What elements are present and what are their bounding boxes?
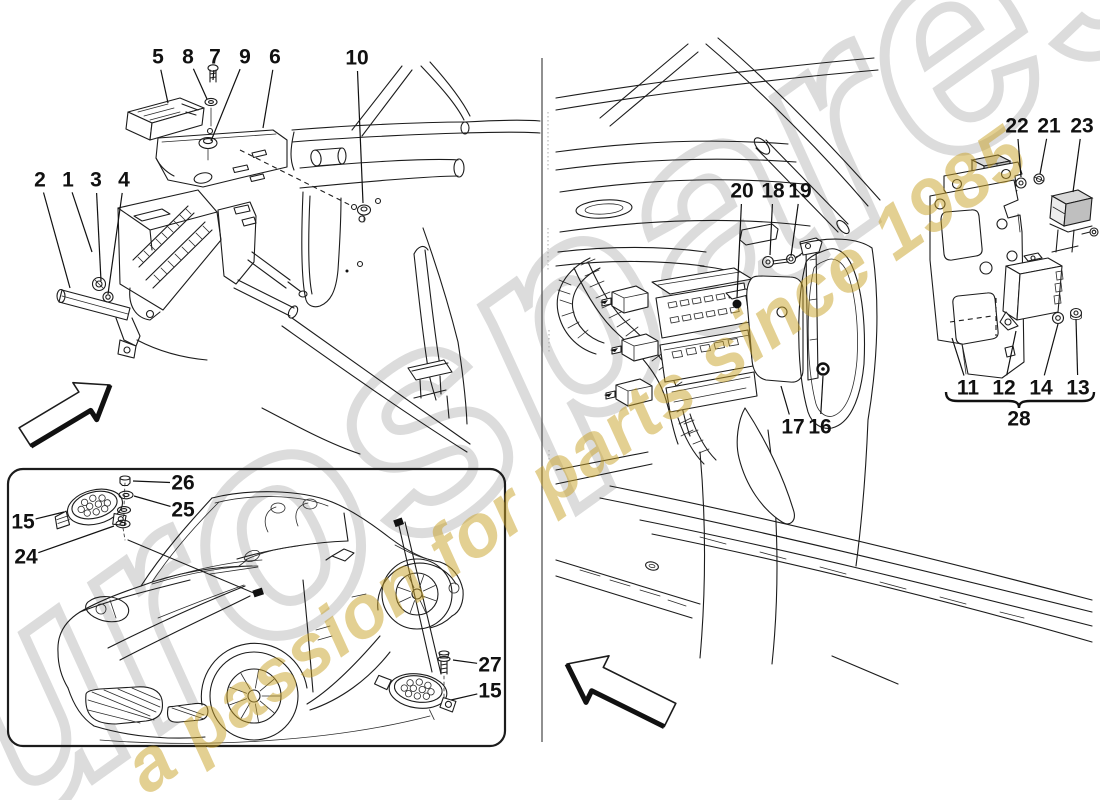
part-callout-4: 4 bbox=[118, 169, 130, 192]
part-callout-15: 15 bbox=[478, 680, 502, 703]
leader-line-10-5 bbox=[356, 70, 364, 204]
leader-line-2-6 bbox=[42, 192, 71, 289]
part-callout-20: 20 bbox=[730, 180, 753, 203]
alarm-siren-rear bbox=[374, 673, 457, 720]
leader-line-17-22 bbox=[780, 385, 790, 415]
part-callout-22: 22 bbox=[1005, 115, 1028, 138]
leader-line-1-7 bbox=[71, 192, 93, 253]
left-top-chassis bbox=[136, 61, 541, 455]
leader-line-22-19 bbox=[1017, 138, 1022, 178]
leader-line-27-14 bbox=[452, 659, 478, 664]
inset-box bbox=[6, 467, 507, 748]
part-callout-28: 28 bbox=[1007, 408, 1031, 431]
leader-line-12-25 bbox=[1006, 330, 1017, 376]
ecu-bracket-17 bbox=[746, 237, 823, 383]
washer-22 bbox=[1015, 177, 1027, 189]
leader-line-11-24 bbox=[951, 337, 965, 376]
leader-line-24-13 bbox=[38, 525, 115, 554]
car-drawing bbox=[57, 491, 464, 744]
part-callout-27: 27 bbox=[478, 654, 501, 677]
leader-line-15-15 bbox=[450, 693, 478, 701]
leader-line-8-1 bbox=[192, 68, 208, 100]
alarm-siren-front bbox=[54, 488, 127, 530]
leader-line-16-23 bbox=[820, 375, 824, 415]
part-callout-15: 15 bbox=[11, 511, 35, 534]
part-callout-8: 8 bbox=[182, 46, 194, 69]
leader-line-25-11 bbox=[133, 495, 171, 507]
part-callout-10: 10 bbox=[345, 47, 368, 70]
bracket-plate-assembly bbox=[929, 154, 1045, 379]
siren-location-marker-rear bbox=[393, 517, 405, 528]
leader-line-20-16 bbox=[736, 203, 742, 299]
part-callout-13: 13 bbox=[1066, 377, 1089, 400]
part-callout-3: 3 bbox=[90, 169, 102, 192]
part-callout-19: 19 bbox=[788, 180, 811, 203]
wheelhouse-opening bbox=[798, 238, 878, 567]
leader-line-21-20 bbox=[1039, 138, 1048, 175]
relay-blocks bbox=[600, 285, 659, 407]
part-callout-25: 25 bbox=[171, 499, 195, 522]
part-callout-11: 11 bbox=[957, 377, 980, 400]
part-callout-5: 5 bbox=[152, 46, 164, 69]
leader-line-5-0 bbox=[160, 69, 169, 104]
siren-bolt-27 bbox=[437, 650, 451, 701]
leader-line-4-9 bbox=[107, 192, 123, 295]
part-callout-26: 26 bbox=[171, 472, 194, 495]
part-callout-12: 12 bbox=[992, 377, 1015, 400]
right-compartment bbox=[555, 37, 1099, 729]
fuse-relay-box bbox=[651, 267, 758, 465]
leader-line-3-8 bbox=[96, 192, 102, 282]
leader-line-6-4 bbox=[262, 69, 274, 129]
part-callout-21: 21 bbox=[1037, 115, 1061, 138]
nut-13 bbox=[1069, 307, 1083, 319]
part-callout-7: 7 bbox=[209, 46, 221, 69]
nut-21 bbox=[1033, 173, 1045, 185]
direction-arrow-left-section bbox=[18, 381, 113, 449]
direction-arrow-right-section bbox=[564, 655, 677, 729]
part-callout-23: 23 bbox=[1070, 115, 1093, 138]
leader-line-13-27 bbox=[1075, 318, 1079, 376]
part-callout-16: 16 bbox=[808, 416, 831, 439]
grommet-16 bbox=[816, 362, 830, 376]
leader-line-18-17 bbox=[769, 203, 773, 256]
part-callout-1: 1 bbox=[62, 169, 74, 192]
part-callout-18: 18 bbox=[761, 180, 785, 203]
leader-line-19-18 bbox=[790, 203, 799, 257]
leader-line-26-10 bbox=[132, 480, 171, 484]
washer-14 bbox=[1051, 311, 1065, 325]
siren-location-marker-front bbox=[252, 587, 264, 598]
siren-fixing-stack bbox=[115, 475, 134, 541]
part-callout-17: 17 bbox=[781, 416, 804, 439]
leader-line-7-2 bbox=[212, 69, 215, 81]
leader-line-9-3 bbox=[210, 68, 241, 142]
compartment-floor bbox=[555, 407, 1093, 685]
ecu-module-12 bbox=[999, 252, 1083, 331]
leader-line-14-26 bbox=[1043, 323, 1059, 376]
ecu-bracket-assembly bbox=[56, 64, 372, 359]
group-28-brace bbox=[944, 391, 1096, 409]
leader-line-15-12 bbox=[35, 511, 65, 520]
part-callout-9: 9 bbox=[239, 46, 251, 69]
part-callout-24: 24 bbox=[14, 546, 38, 569]
part-callout-2: 2 bbox=[34, 169, 46, 192]
part-callout-6: 6 bbox=[269, 46, 281, 69]
bolt-20 bbox=[732, 299, 742, 309]
leader-line-23-21 bbox=[1072, 138, 1081, 193]
part-callout-14: 14 bbox=[1029, 377, 1053, 400]
relay-23 bbox=[1049, 189, 1099, 253]
